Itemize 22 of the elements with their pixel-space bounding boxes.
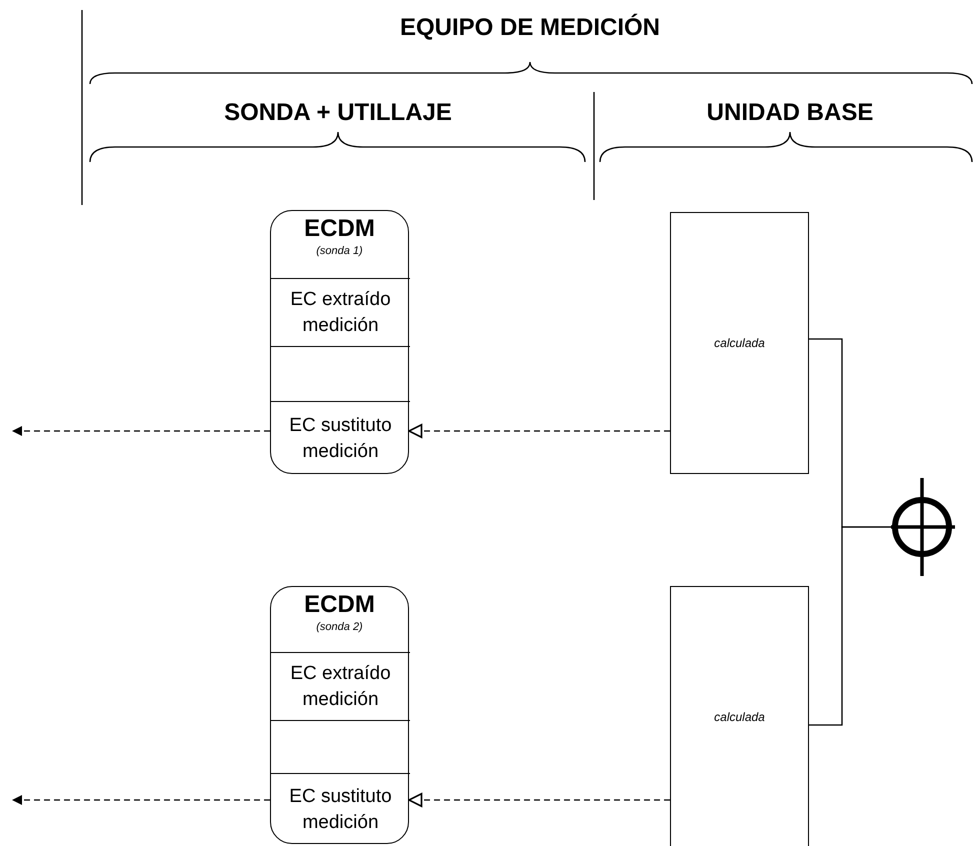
section-heading: SONDA + UTILLAJE — [224, 99, 452, 127]
unit-label: calculada — [714, 710, 765, 724]
compartment-label: EC sustituto medición — [288, 414, 393, 464]
class-name: ECDM — [304, 215, 375, 243]
unit-label: calculada — [714, 336, 765, 350]
class-box — [270, 586, 409, 844]
unit-box — [670, 586, 809, 846]
compartment-label: EC sustituto medición — [288, 784, 393, 834]
unit-box — [670, 212, 809, 474]
connector-line — [809, 526, 891, 726]
compartment-label: EC extraído medición — [289, 288, 392, 338]
dashed-arrow — [408, 792, 670, 808]
dashed-arrow — [12, 426, 270, 436]
section-heading: UNIDAD BASE — [706, 99, 874, 127]
section-heading: EQUIPO DE MEDICIÓN — [400, 14, 660, 42]
class-subtitle: (sonda 1) — [316, 245, 363, 257]
dashed-arrow — [12, 795, 270, 805]
class-subtitle: (sonda 2) — [316, 621, 363, 633]
class-name: ECDM — [304, 591, 375, 619]
compartment-label: EC extraído medición — [289, 662, 392, 712]
dashed-arrow — [408, 424, 670, 438]
class-box — [270, 210, 409, 474]
